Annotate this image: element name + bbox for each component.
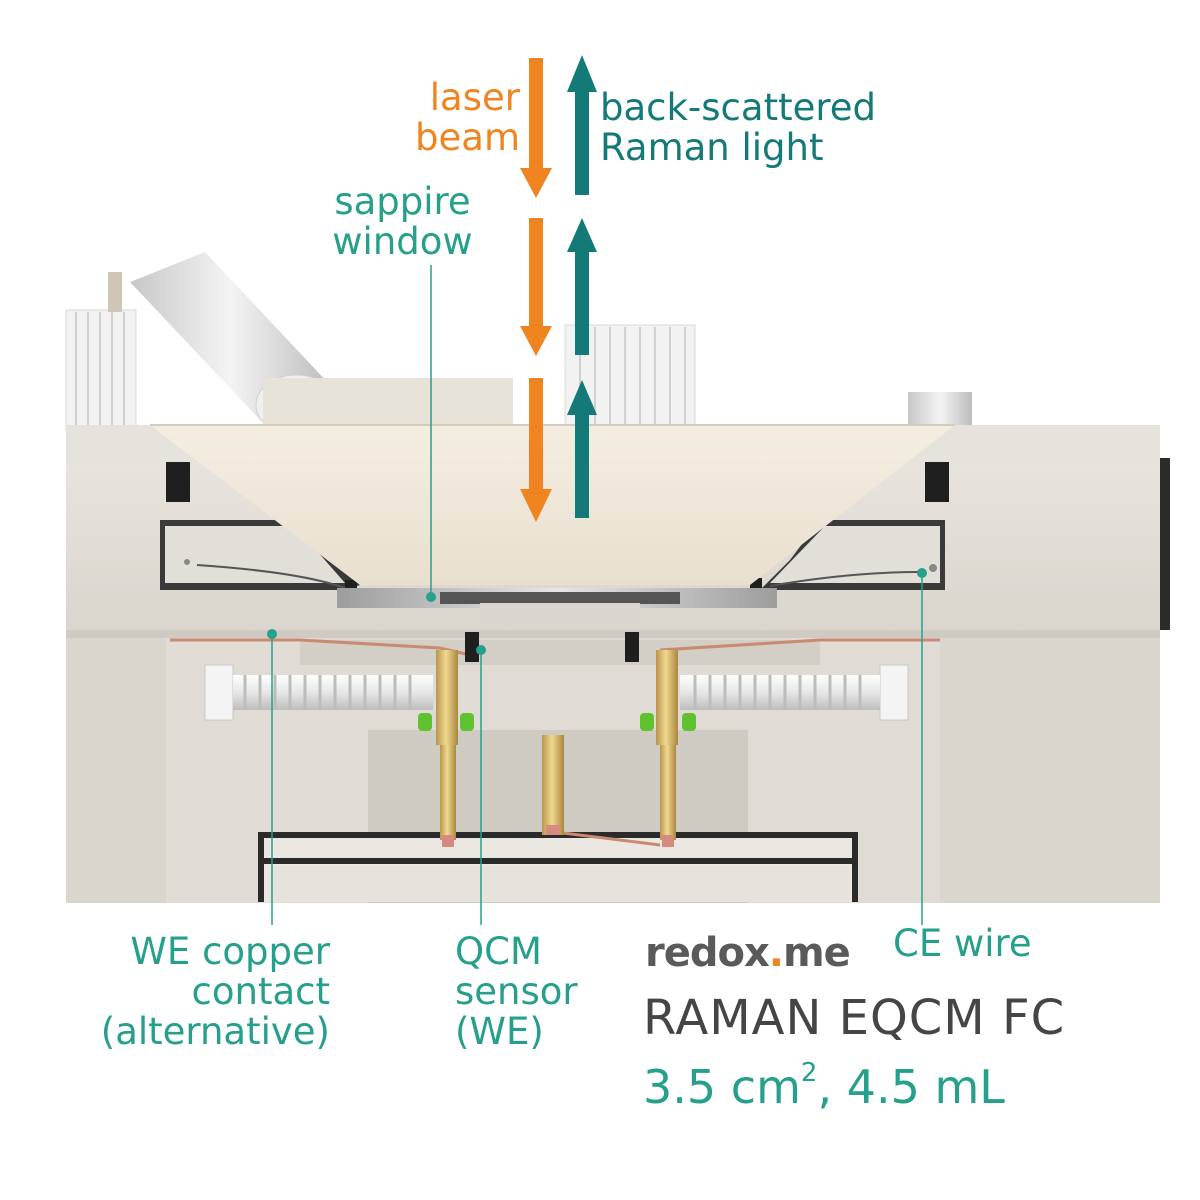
ce-wire-label: CE wire xyxy=(893,924,1032,964)
window-label-line1: sappire xyxy=(334,180,471,223)
right-screw xyxy=(680,664,909,721)
qcm-line1: QCM xyxy=(455,930,542,973)
sapphire-window xyxy=(150,425,955,585)
spring-pins xyxy=(418,650,696,847)
qcm-line3: (WE) xyxy=(455,1010,544,1053)
we-contact-line2: contact xyxy=(191,970,330,1013)
laser-label-line2: beam xyxy=(415,116,520,159)
qcm-line2: sensor xyxy=(455,970,578,1013)
we-contact-line3: (alternative) xyxy=(100,1010,330,1053)
raman-label-line1: back-scattered xyxy=(600,86,877,129)
product-spec: 3.5 cm2, 4.5 mL xyxy=(643,1058,1005,1114)
laser-beam-label: laser beam xyxy=(395,78,520,158)
qcm-sensor-disc xyxy=(337,588,777,625)
spec-area: 3.5 cm xyxy=(643,1060,801,1114)
brand-logo: redox.me xyxy=(645,930,851,976)
raman-label-line2: Raman light xyxy=(600,126,824,169)
we-copper-contact-label: WE copper contact (alternative) xyxy=(60,932,330,1052)
left-screw xyxy=(204,664,433,721)
ce-wire-text: CE wire xyxy=(893,922,1032,965)
sapphire-window-label: sappire window xyxy=(310,182,495,262)
raman-light-label: back-scattered Raman light xyxy=(600,88,876,168)
product-name: RAMAN EQCM FC xyxy=(643,990,1066,1046)
top-hardware xyxy=(65,252,972,436)
spec-exponent: 2 xyxy=(800,1058,818,1088)
window-label-line2: window xyxy=(332,220,473,263)
spec-volume: , 4.5 mL xyxy=(817,1060,1005,1114)
callout-lines xyxy=(267,265,927,925)
we-contact-line1: WE copper xyxy=(130,930,330,973)
laser-beam-arrows xyxy=(520,58,552,522)
brand-dot: . xyxy=(768,930,784,976)
qcm-sensor-label: QCM sensor (WE) xyxy=(455,932,578,1052)
laser-label-line1: laser xyxy=(429,76,520,119)
brand-part2: me xyxy=(782,930,851,976)
brand-part1: redox xyxy=(645,930,770,976)
raman-light-arrows xyxy=(567,55,597,518)
